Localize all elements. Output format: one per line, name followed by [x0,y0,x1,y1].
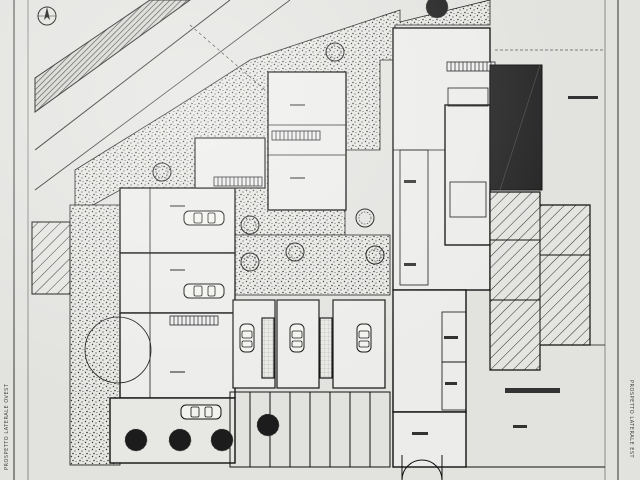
car-icon [183,210,225,226]
tree-icon [168,428,192,452]
entrance-gate [401,455,443,480]
tree-icon [210,428,234,452]
right-building [392,27,491,468]
car-icon [239,323,255,353]
stair-icon [169,315,219,326]
road-strip [34,0,291,191]
garage-building [109,187,236,464]
tree-icon [124,428,148,452]
property-line [189,24,266,91]
direction-arrows [170,104,305,373]
turning-circle [84,316,152,384]
north-arrow-icon [37,6,57,26]
hatched-building-right [489,191,591,371]
bottom-stalls [229,391,391,468]
side-label-right: PROSPETTO LATERALE EST [628,380,634,459]
annotation-marks [404,96,598,435]
stair-icon [271,130,321,141]
stair-block-upper [194,71,347,211]
side-label-left: PROSPETTO LATERALE OVEST [4,383,10,470]
car-icon [183,283,225,299]
car-icon [180,404,222,420]
car-icon [289,323,305,353]
stair-icon [446,61,496,72]
right-courtyard [465,49,605,468]
sheet-frame [13,0,619,480]
tree-icon [256,413,280,437]
stair-icon [213,176,263,187]
car-icon [356,323,372,353]
hatched-building-left [31,221,71,295]
